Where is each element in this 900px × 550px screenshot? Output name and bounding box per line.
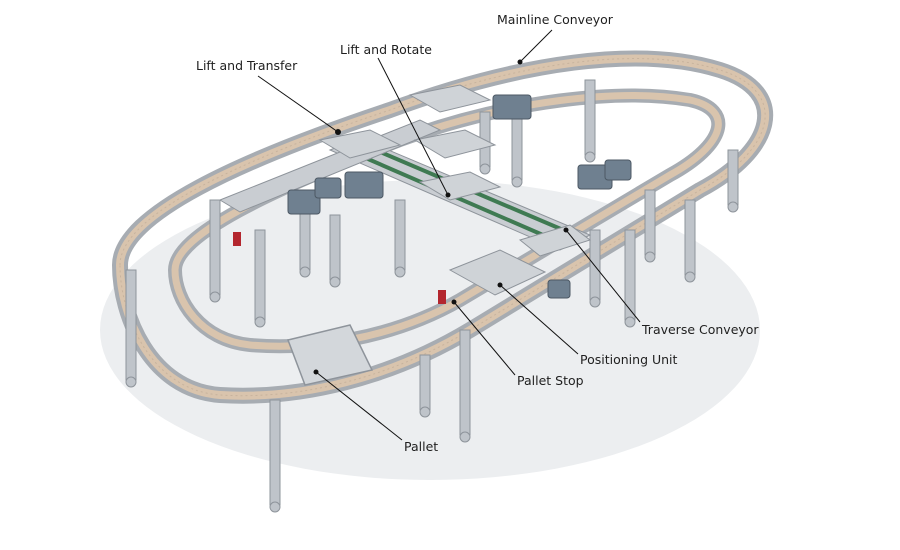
leader-lines: [257, 29, 641, 441]
lift-and-rotate-unit: [408, 84, 502, 201]
label-pallet-stop: Pallet Stop: [517, 373, 584, 388]
label-positioning-unit: Positioning Unit: [580, 352, 678, 367]
label-mainline-conveyor: Mainline Conveyor: [497, 12, 614, 27]
drive-motors: [287, 94, 632, 299]
mainline-conveyor-outer-loop: [112, 50, 774, 404]
pallet-stops: [233, 232, 446, 304]
positioning-unit: [448, 224, 592, 296]
label-lift-and-rotate: Lift and Rotate: [340, 42, 432, 57]
label-pallet: Pallet: [404, 439, 438, 454]
label-traverse-conveyor: Traverse Conveyor: [641, 322, 759, 337]
support-legs: [125, 79, 739, 513]
label-lift-and-transfer: Lift and Transfer: [196, 58, 298, 73]
lift-and-transfer-unit: [318, 129, 402, 159]
